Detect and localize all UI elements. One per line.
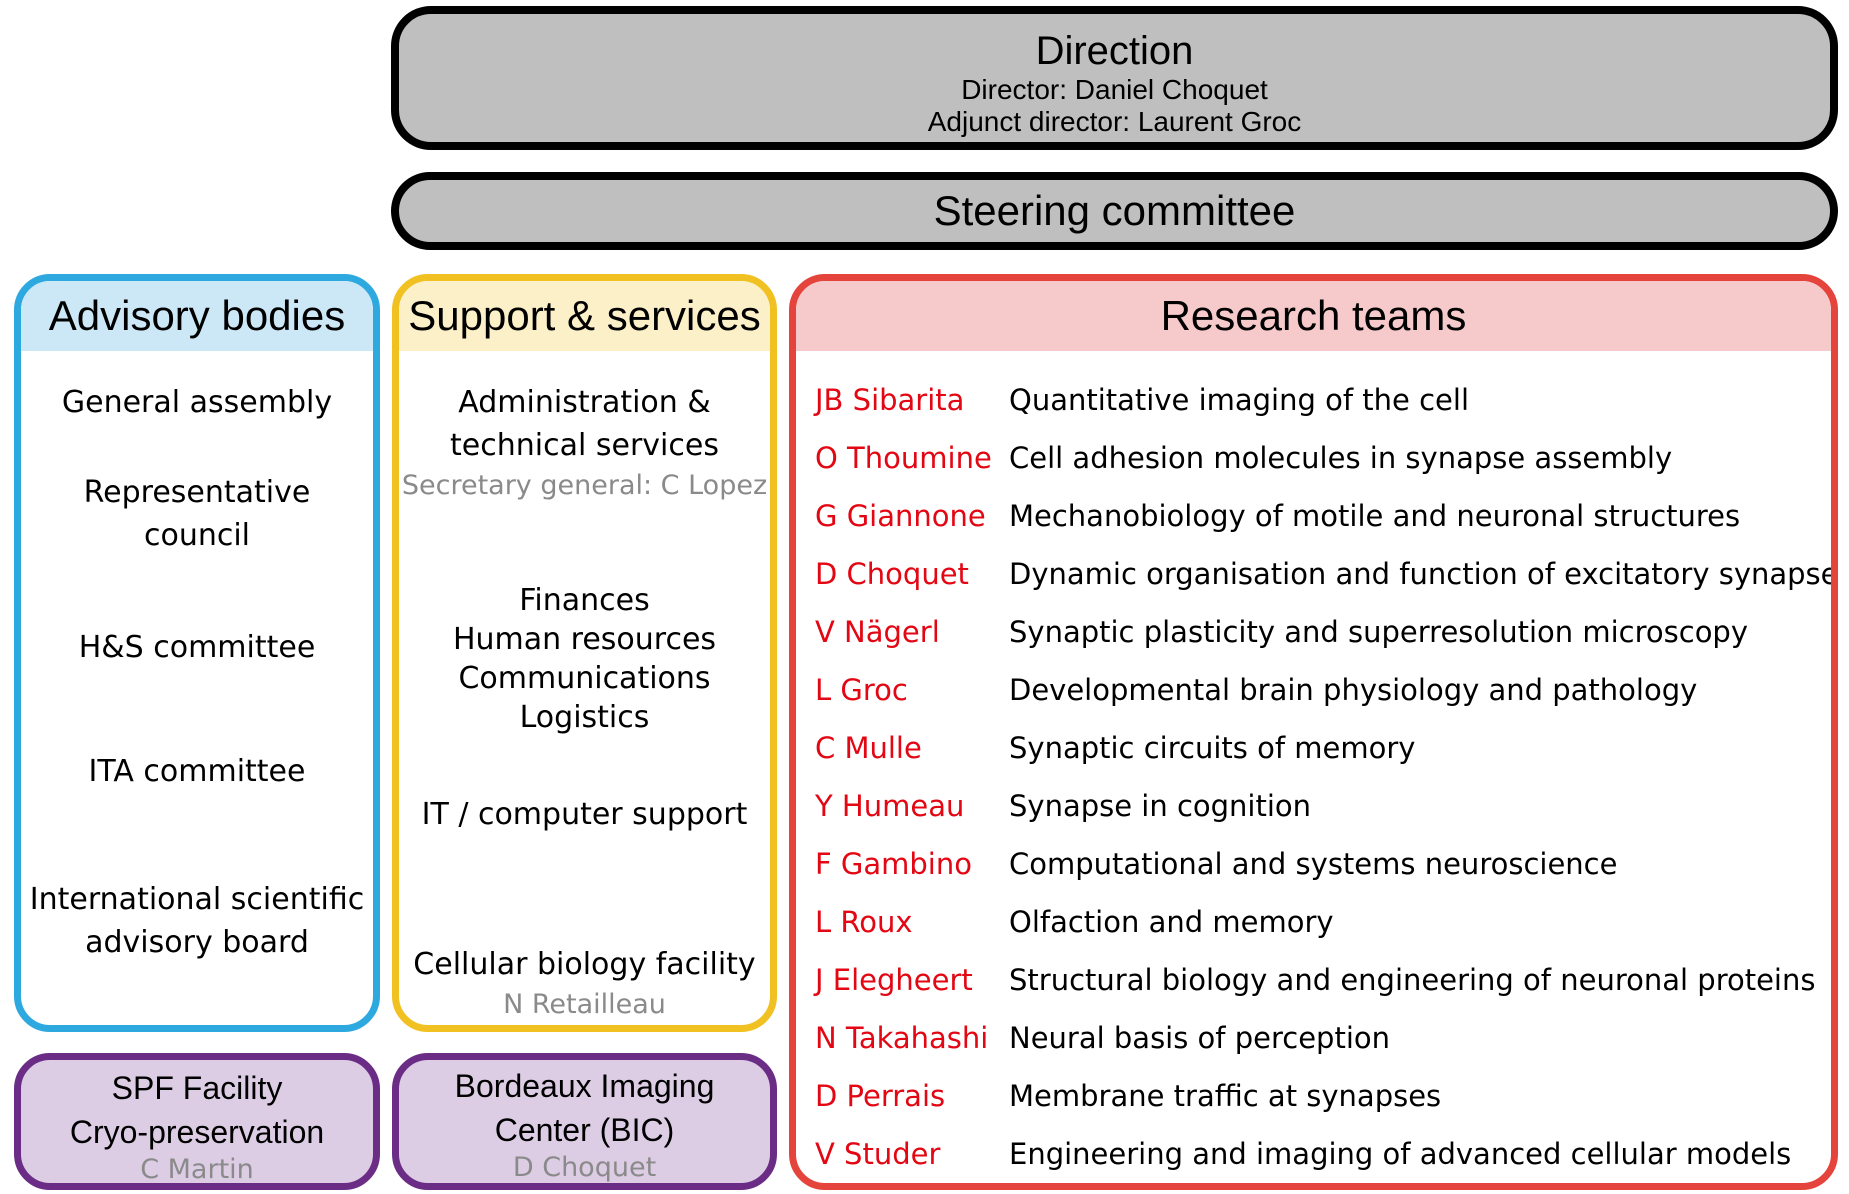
team-row: J Elegheert Structural biology and engin… <box>796 955 1831 1005</box>
team-row: F Gambino Computational and systems neur… <box>796 839 1831 889</box>
team-row: N Takahashi Neural basis of perception <box>796 1013 1831 1063</box>
steering-committee-box: Steering committee <box>391 172 1838 250</box>
team-topic: Synaptic circuits of memory <box>1009 731 1416 765</box>
team-row: L Groc Developmental brain physiology an… <box>796 665 1831 715</box>
bic-lead: D Choquet <box>512 1152 657 1183</box>
support-item-label: IT / computer support <box>421 797 748 832</box>
research-teams-header: Research teams <box>796 281 1831 351</box>
team-topic: Structural biology and engineering of ne… <box>1009 963 1816 997</box>
spf-facility-lead: C Martin <box>140 1154 254 1185</box>
team-pi: V Nägerl <box>815 615 940 649</box>
direction-box: Direction Director: Daniel Choquet Adjun… <box>391 6 1838 150</box>
advisory-item-label: International scientific <box>29 882 365 917</box>
advisory-item-hs-committee: H&S committee <box>21 626 373 669</box>
team-row: V Nägerl Synaptic plasticity and superre… <box>796 607 1831 657</box>
team-topic: Mechanobiology of motile and neuronal st… <box>1009 499 1741 533</box>
team-pi: L Groc <box>815 673 908 707</box>
team-topic: Olfaction and memory <box>1009 905 1334 939</box>
team-topic: Synaptic plasticity and superresolution … <box>1009 615 1749 649</box>
team-row: Y Humeau Synapse in cognition <box>796 781 1831 831</box>
team-pi: N Takahashi <box>815 1021 989 1055</box>
director-name: Director: Daniel Choquet <box>961 74 1268 105</box>
spf-facility-box: SPF Facility Cryo-preservation C Martin <box>14 1053 380 1190</box>
team-row: C Mulle Synaptic circuits of memory <box>796 723 1831 773</box>
team-row: L Roux Olfaction and memory <box>796 897 1831 947</box>
team-pi: V Studer <box>815 1137 941 1171</box>
support-item-label: Administration & <box>458 385 711 420</box>
support-item-it: IT / computer support <box>399 793 770 836</box>
support-service-label: Human resources <box>452 622 717 657</box>
support-service-label: Logistics <box>519 700 650 735</box>
team-row: D Choquet Dynamic organisation and funct… <box>796 549 1831 599</box>
support-item-label: Cellular biology facility <box>413 947 756 982</box>
team-topic: Cell adhesion molecules in synapse assem… <box>1009 441 1673 475</box>
team-topic: Computational and systems neuroscience <box>1009 847 1618 881</box>
team-row: V Studer Engineering and imaging of adva… <box>796 1129 1831 1179</box>
team-pi: L Roux <box>815 905 913 939</box>
team-pi: Y Humeau <box>815 789 965 823</box>
advisory-item-label: General assembly <box>61 385 333 420</box>
advisory-item-ita-committee: ITA committee <box>21 750 373 793</box>
team-pi: F Gambino <box>815 847 972 881</box>
advisory-item-label: council <box>143 518 251 553</box>
direction-title: Direction <box>1035 29 1194 73</box>
team-pi: J Elegheert <box>815 963 973 997</box>
support-item-label: technical services <box>450 428 719 463</box>
team-topic: Quantitative imaging of the cell <box>1009 383 1470 417</box>
team-pi: G Giannone <box>815 499 986 533</box>
spf-facility-line2: Cryo-preservation <box>69 1114 325 1150</box>
support-service-label: Communications <box>458 661 711 696</box>
bic-box: Bordeaux Imaging Center (BIC) D Choquet <box>392 1053 777 1190</box>
secretary-general-label: Secretary general: C Lopez <box>401 470 768 501</box>
advisory-item-label: ITA committee <box>88 754 306 789</box>
spf-facility-line1: SPF Facility <box>111 1070 283 1106</box>
advisory-item-representative-council: Representative council <box>21 471 373 557</box>
research-teams-panel: Research teams JB Sibarita Quantitative … <box>789 274 1838 1190</box>
team-pi: C Mulle <box>815 731 922 765</box>
support-services-panel: Support & services Administration & tech… <box>392 274 777 1032</box>
team-pi: O Thoumine <box>815 441 992 475</box>
support-item-administration: Administration & technical services Secr… <box>399 381 770 505</box>
advisory-bodies-panel: Advisory bodies General assembly Represe… <box>14 274 380 1032</box>
advisory-item-international-board: International scientific advisory board <box>21 878 373 964</box>
advisory-bodies-header: Advisory bodies <box>21 281 373 351</box>
steering-committee-title: Steering committee <box>933 187 1296 234</box>
adjunct-director-name: Adjunct director: Laurent Groc <box>927 106 1302 137</box>
advisory-item-label: H&S committee <box>78 630 316 665</box>
team-topic: Neural basis of perception <box>1009 1021 1391 1055</box>
team-topic: Developmental brain physiology and patho… <box>1009 673 1698 707</box>
cellbio-lead-label: N Retailleau <box>503 989 666 1020</box>
advisory-item-label: Representative <box>83 475 311 510</box>
advisory-item-general-assembly: General assembly <box>21 381 373 424</box>
support-item-services: Finances Human resources Communications … <box>399 581 770 737</box>
team-pi: JB Sibarita <box>815 383 965 417</box>
bic-line2: Center (BIC) <box>494 1112 675 1148</box>
team-pi: D Choquet <box>815 557 969 591</box>
bic-line1: Bordeaux Imaging <box>454 1068 715 1104</box>
support-service-label: Finances <box>519 583 650 618</box>
team-pi: D Perrais <box>815 1079 946 1113</box>
advisory-item-label: advisory board <box>85 925 309 960</box>
team-topic: Dynamic organisation and function of exc… <box>1009 557 1838 591</box>
support-item-cellular-biology: Cellular biology facility N Retailleau <box>399 943 770 1024</box>
support-services-header: Support & services <box>399 281 770 351</box>
team-row: O Thoumine Cell adhesion molecules in sy… <box>796 433 1831 483</box>
team-row: D Perrais Membrane traffic at synapses <box>796 1071 1831 1121</box>
team-topic: Synapse in cognition <box>1009 789 1312 823</box>
team-row: JB Sibarita Quantitative imaging of the … <box>796 375 1831 425</box>
team-topic: Engineering and imaging of advanced cell… <box>1009 1137 1792 1171</box>
team-row: G Giannone Mechanobiology of motile and … <box>796 491 1831 541</box>
team-topic: Membrane traffic at synapses <box>1009 1079 1442 1113</box>
